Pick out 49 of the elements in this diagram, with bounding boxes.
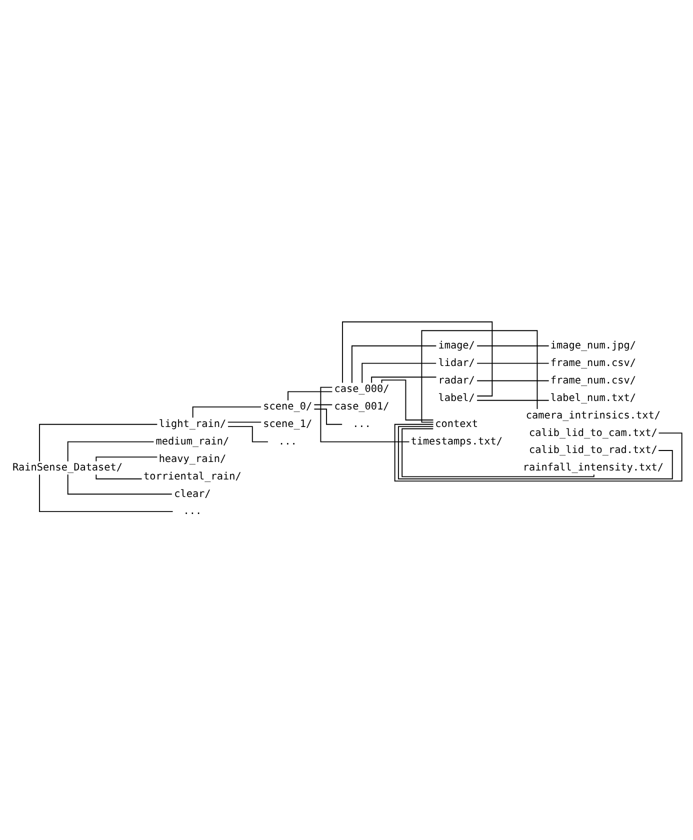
node-text: light_rain/ <box>158 419 226 430</box>
node-text: lidar/ <box>438 358 475 370</box>
connector <box>381 380 434 420</box>
connector <box>67 441 154 462</box>
connector <box>96 456 158 462</box>
connector <box>96 474 142 480</box>
connector <box>476 380 550 382</box>
node-text: label_num.txt/ <box>550 392 636 404</box>
connector <box>362 362 437 384</box>
connector <box>314 408 343 425</box>
node-text: context <box>435 419 478 430</box>
node-text: label/ <box>438 392 475 404</box>
connector <box>227 422 262 423</box>
node-text: calib_lid_to_cam.txt/ <box>528 428 658 439</box>
connector <box>476 345 550 346</box>
connector <box>402 428 594 478</box>
node-text: frame_num.csv/ <box>550 358 636 370</box>
node-text: image_num.jpg/ <box>550 340 636 352</box>
connector <box>351 345 437 384</box>
node-text: timestamps.txt/ <box>410 436 502 448</box>
node-text: scene_0/ <box>263 402 312 413</box>
node-text: torriental_rain/ <box>144 471 242 482</box>
connector <box>476 362 550 364</box>
connector <box>67 474 172 495</box>
node-text: ... <box>352 419 371 430</box>
connector <box>228 426 268 442</box>
node-text: frame_num.csv/ <box>550 375 636 386</box>
connector <box>320 386 410 442</box>
node-text: ... <box>278 436 297 448</box>
connector <box>39 474 174 512</box>
node-text: ... <box>183 506 202 518</box>
node-text: medium_rain/ <box>156 436 230 448</box>
node-text: calib_lid_to_rad.txt/ <box>528 445 658 456</box>
node-text: case_000/ <box>334 384 390 396</box>
connector <box>476 400 550 401</box>
connector <box>342 321 493 396</box>
connector <box>421 330 538 423</box>
connector <box>314 404 333 406</box>
node-text: clear/ <box>174 488 211 500</box>
connector <box>39 424 158 462</box>
node-text: scene_1/ <box>263 419 312 430</box>
node-text: heavy_rain/ <box>158 454 226 465</box>
node-text: camera_intrinsics.txt/ <box>526 410 660 422</box>
connector <box>371 376 437 384</box>
node-text: rainfall_intensity.txt/ <box>522 462 664 474</box>
node-text: case_001/ <box>334 402 390 413</box>
node-text: RainSense_Dataset/ <box>12 462 123 474</box>
node-text: image/ <box>438 340 475 352</box>
node-text: radar/ <box>438 375 475 386</box>
